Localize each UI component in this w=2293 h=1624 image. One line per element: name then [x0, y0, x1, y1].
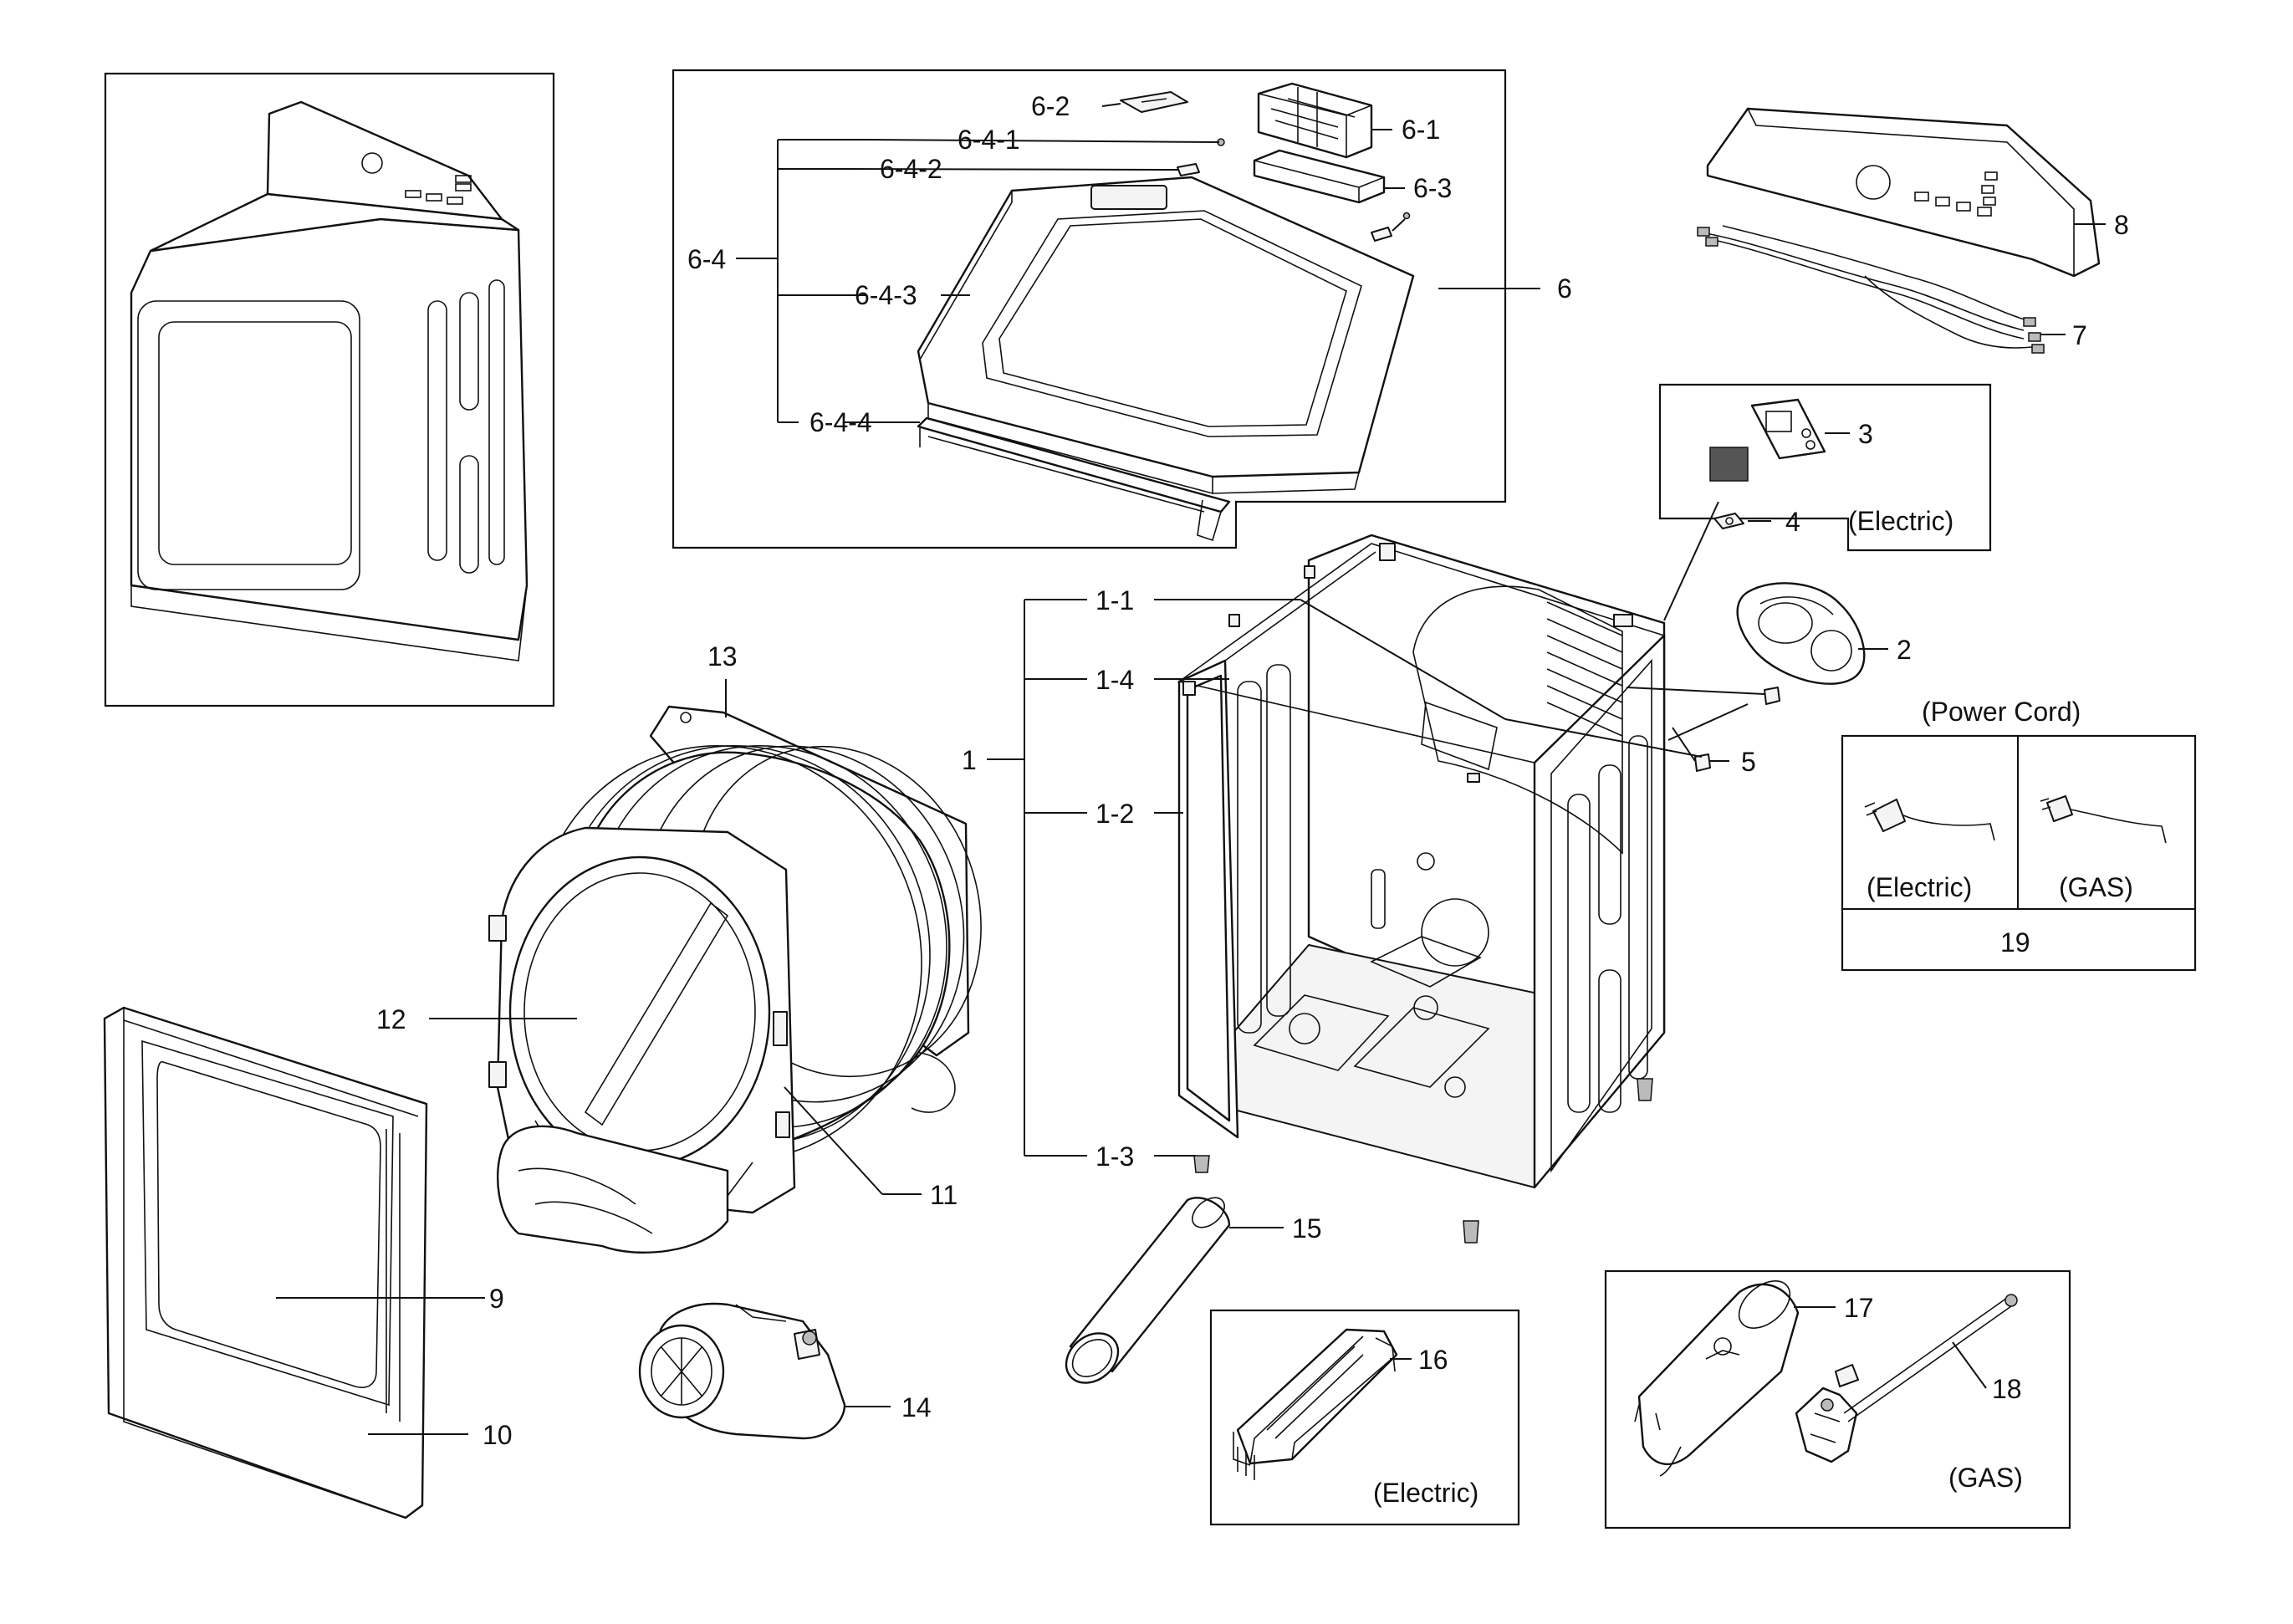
part-11-front-bulkhead-icon: [488, 826, 796, 1214]
label-12: 12: [376, 1004, 406, 1034]
label-electric-16: (Electric): [1373, 1478, 1478, 1508]
label-1-4: 1-4: [1095, 665, 1134, 695]
top-cover-box: [672, 69, 1507, 549]
electric-power-cord-icon: [1864, 799, 1995, 841]
heater-box: [1209, 1309, 1520, 1526]
box-parts-3-4: [1658, 383, 1992, 552]
part-7-wire-harness-icon: [1697, 225, 2045, 354]
label-5: 5: [1741, 747, 1756, 777]
label-6-4-2: 6-4-2: [880, 154, 942, 184]
top-cover-leaders: [736, 103, 1540, 423]
part-6-2-icon: [1120, 91, 1188, 113]
label-4: 4: [1785, 507, 1800, 537]
label-1: 1: [962, 745, 977, 775]
label-gas-17-18: (GAS): [1948, 1463, 2023, 1493]
label-13: 13: [707, 641, 738, 672]
leader-2-link: [1667, 703, 1749, 741]
part-6-1-icon: [1257, 82, 1373, 159]
leader-3-4-link: [1663, 501, 1719, 621]
power-cord-electric-label: (Electric): [1867, 872, 1972, 902]
label-1-3: 1-3: [1095, 1141, 1134, 1172]
part-16-heater-icon: [1233, 1328, 1398, 1480]
part-4-component-icon: [1709, 447, 1749, 529]
label-1-1: 1-1: [1095, 585, 1134, 615]
part-9-door-glass-icon: [141, 1039, 401, 1422]
label-6-3: 6-3: [1413, 173, 1452, 203]
label-6-4-3: 6-4-3: [855, 280, 917, 310]
label-6-1: 6-1: [1402, 115, 1440, 145]
duct-icon: [497, 1125, 729, 1254]
part-1-cabinet-icon: [1177, 534, 1666, 1244]
label-3: 3: [1858, 419, 1873, 449]
label-15: 15: [1292, 1213, 1322, 1244]
cabinet-leaders: [987, 599, 1506, 1157]
power-cord-gas-label: (GAS): [2059, 872, 2133, 902]
leader-18: [1952, 1341, 1987, 1389]
part-18-valve-igniter-icon: [1795, 1294, 2018, 1463]
label-6-4-4: 6-4-4: [809, 407, 872, 437]
label-16: 16: [1418, 1345, 1448, 1375]
gas-burner-box: [1604, 1269, 2071, 1530]
part-6-3-icon: [1253, 149, 1386, 204]
label-1-2: 1-2: [1095, 799, 1134, 829]
part-6-4-2-icon: [1177, 163, 1200, 176]
assembled-dryer-box: [104, 72, 555, 707]
label-10: 10: [483, 1420, 513, 1450]
part-5-clip-icon: [1504, 687, 1780, 772]
part-8-control-panel-icon: [1706, 107, 2101, 278]
assembled-dryer-illustration: [130, 100, 529, 661]
label-2: 2: [1897, 635, 1912, 665]
label-6-4-1: 6-4-1: [958, 125, 1020, 155]
label-17: 17: [1844, 1293, 1874, 1323]
leader-11-diag: [784, 1086, 883, 1195]
label-11: 11: [930, 1180, 958, 1210]
clip-icon: [1371, 227, 1392, 242]
gas-power-cord-icon: [2040, 795, 2167, 844]
power-cord-title: (Power Cord): [1922, 697, 2081, 727]
part-3-bracket-icon: [1750, 398, 1826, 460]
part-14-blower-icon: [638, 1302, 846, 1440]
part-6-4-3-top-cover-icon: [917, 176, 1415, 495]
part-17-burner-icon: [1634, 1280, 1800, 1477]
label-18: 18: [1992, 1374, 2022, 1404]
label-electric-3-4: (Electric): [1848, 506, 1953, 536]
part-2-bulkhead-icon: [1736, 582, 1866, 685]
part-10-door-panel-icon: [103, 1006, 428, 1519]
label-6: 6: [1557, 273, 1572, 304]
label-7: 7: [2072, 320, 2087, 350]
label-9: 9: [489, 1284, 504, 1314]
label-14: 14: [901, 1392, 932, 1422]
label-8: 8: [2114, 210, 2129, 240]
part-6-4-4-rail-icon: [917, 416, 1231, 542]
label-19: 19: [2000, 927, 2030, 958]
label-6-2: 6-2: [1031, 91, 1070, 121]
label-6-4: 6-4: [687, 244, 726, 274]
part-15-exhaust-duct-icon: [1065, 1197, 1231, 1384]
screw-icon: [1402, 212, 1411, 220]
